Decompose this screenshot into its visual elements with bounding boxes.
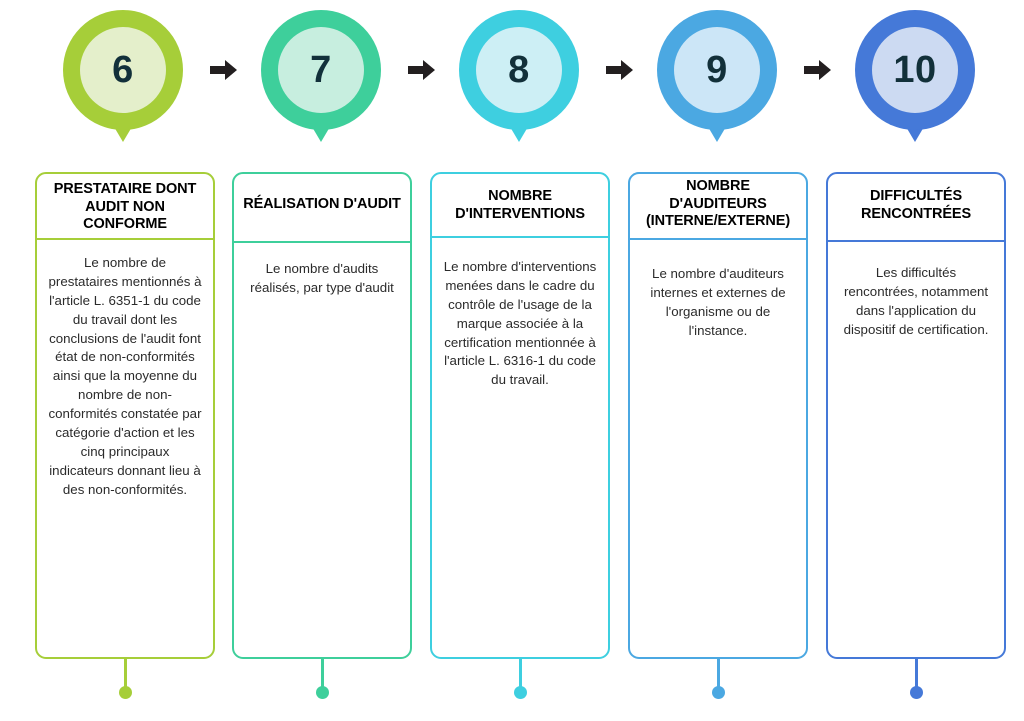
step-number-row: 6 7 8 9 10: [0, 0, 1024, 160]
step-number: 7: [310, 49, 332, 91]
card-stem-8: [518, 658, 522, 688]
arrow-right-icon: [605, 57, 635, 83]
card-stem-10: [914, 658, 918, 688]
card-title: NOMBRE D'INTERVENTIONS: [432, 174, 608, 238]
step-pin-10: 10: [855, 10, 975, 142]
card-stem-6: [123, 658, 127, 688]
pin-inner-disc: 6: [80, 27, 166, 113]
step-number: 6: [112, 49, 134, 91]
arrow-right-icon: [407, 57, 437, 83]
step-pin-8: 8: [459, 10, 579, 142]
indicator-card-7: RÉALISATION D'AUDIT Le nombre d'audits ré…: [232, 172, 412, 659]
step-pin-9: 9: [657, 10, 777, 142]
card-title: NOMBRE D'AUDITEURS (INTERNE/EXTERNE): [630, 174, 806, 240]
indicator-card-9: NOMBRE D'AUDITEURS (INTERNE/EXTERNE) Le n…: [628, 172, 808, 659]
arrow-right-icon: [209, 57, 239, 83]
pin-inner-disc: 8: [476, 27, 562, 113]
step-number: 10: [893, 49, 937, 91]
card-description: Le nombre de prestataires mentionnés à l…: [48, 255, 202, 497]
card-title: RÉALISATION D'AUDIT: [234, 174, 410, 243]
card-stem-7: [320, 658, 324, 688]
step-pin-7: 7: [261, 10, 381, 142]
card-stem-dot-7: [315, 686, 329, 699]
pin-inner-disc: 9: [674, 27, 760, 113]
card-title: PRESTATAIRE DONT AUDIT NON CONFORME: [37, 174, 213, 240]
card-description: Le nombre d'auditeurs internes et extern…: [650, 266, 786, 338]
card-stem-9: [716, 658, 720, 688]
step-pin-6: 6: [63, 10, 183, 142]
card-stem-dot-6: [118, 686, 132, 699]
card-description: Les difficultés rencontrées, notamment d…: [843, 265, 989, 337]
arrow-right-icon: [803, 57, 833, 83]
indicator-card-6: PRESTATAIRE DONT AUDIT NON CONFORME Le no…: [35, 172, 215, 659]
card-stem-dot-9: [711, 686, 725, 699]
card-stem-dot-10: [909, 686, 923, 699]
step-number: 8: [508, 49, 530, 91]
card-title: DIFFICULTÉS RENCONTRÉES: [828, 174, 1004, 242]
step-number: 9: [706, 49, 728, 91]
indicator-card-8: NOMBRE D'INTERVENTIONS Le nombre d'interv…: [430, 172, 610, 659]
card-description: Le nombre d'audits réalisés, par type d'…: [250, 261, 394, 295]
indicator-card-10: DIFFICULTÉS RENCONTRÉES Les difficultés r…: [826, 172, 1006, 659]
card-description: Le nombre d'interventions menées dans le…: [443, 259, 597, 388]
pin-inner-disc: 7: [278, 27, 364, 113]
card-stem-dot-8: [513, 686, 527, 699]
pin-inner-disc: 10: [872, 27, 958, 113]
